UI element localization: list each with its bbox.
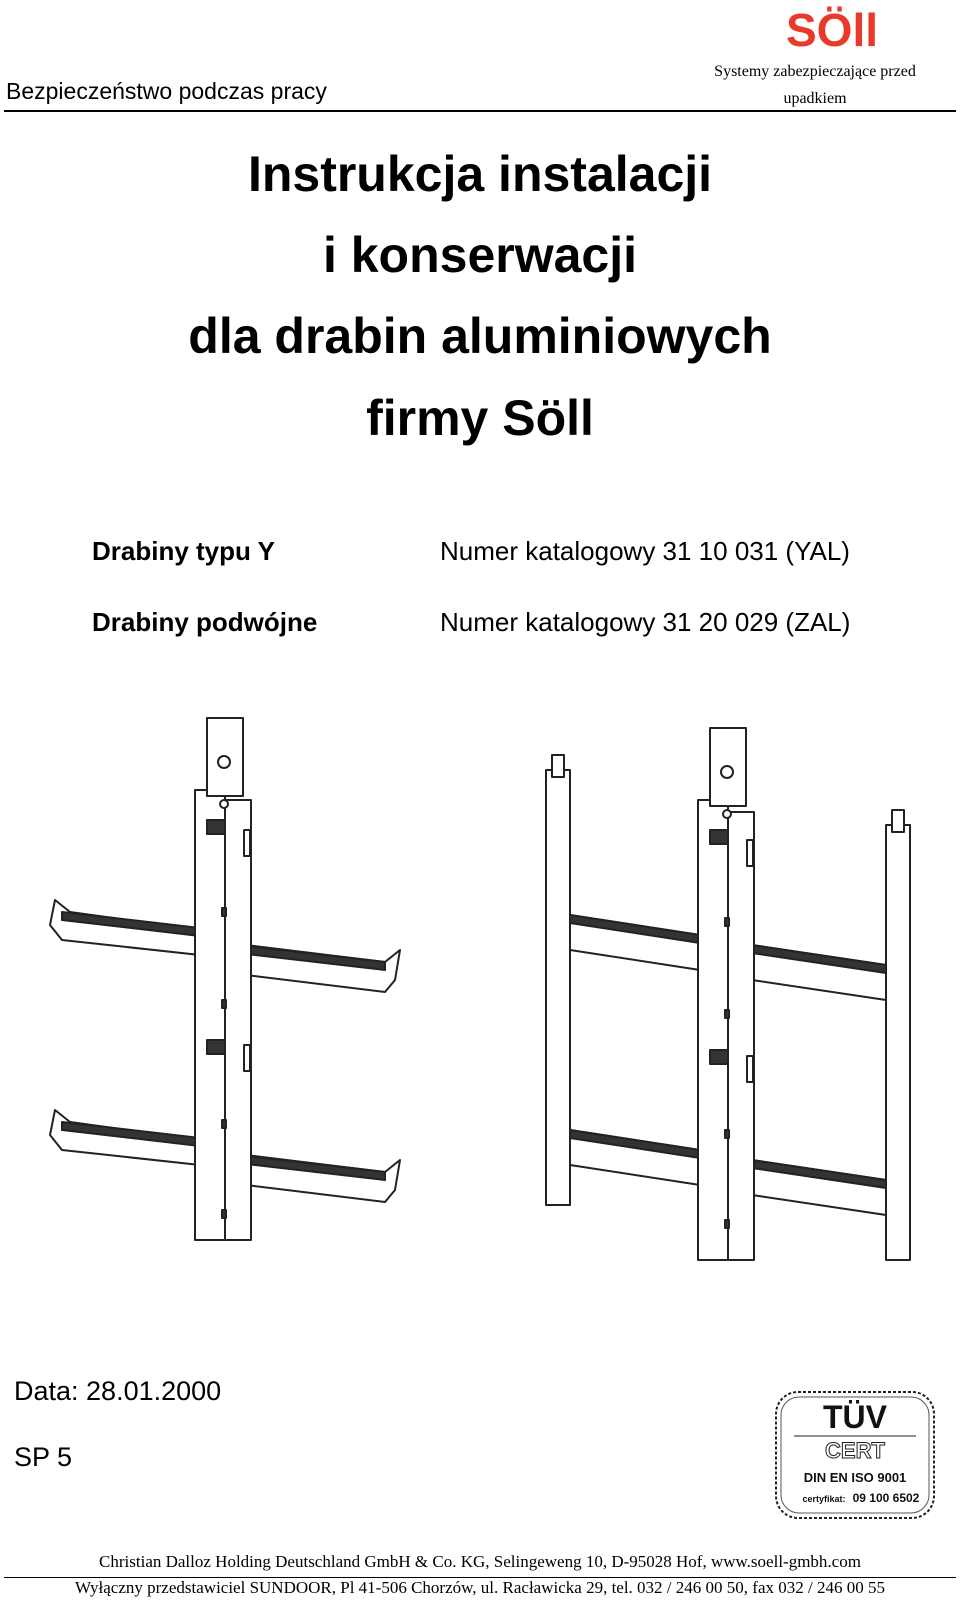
ladder-illustration — [49, 717, 911, 1261]
logo-text: SÖll — [786, 6, 878, 52]
soll-logo: SÖll — [786, 6, 878, 52]
cert-word: CERT — [825, 1438, 885, 1463]
product-catalog-2: Numer katalogowy 31 20 029 (ZAL) — [440, 607, 851, 637]
title-line-4: firmy Söll — [366, 390, 594, 446]
tagline-line1: Systemy zabezpieczające przed — [714, 63, 916, 80]
product-label-2: Drabiny podwójne — [92, 607, 318, 637]
title-line-2: i konserwacji — [322, 227, 638, 283]
tuv-mark: TÜV — [823, 1399, 888, 1435]
y-ladder — [49, 717, 401, 1241]
product-label-1: Drabiny typu Y — [92, 536, 276, 566]
document-code: SP 5 — [14, 1442, 73, 1472]
footer-line-2: Wyłączny przedstawiciel SUNDOOR, Pl 41-5… — [75, 1578, 885, 1597]
header-divider — [4, 110, 956, 112]
tuv-cert-seal: TÜV CERT DIN EN ISO 9001 certyfikat: 09 … — [775, 1391, 935, 1519]
cert-standard: DIN EN ISO 9001 — [804, 1470, 907, 1485]
title-line-1: Instrukcja instalacji — [247, 146, 713, 202]
double-ladder — [545, 727, 911, 1261]
header-tagline: Systemy zabezpieczające przed upadkiem — [700, 58, 930, 112]
cert-number: 09 100 6502 — [853, 1491, 920, 1505]
footer-line-1: Christian Dalloz Holding Deutschland Gmb… — [99, 1552, 861, 1571]
product-catalog-1: Numer katalogowy 31 10 031 (YAL) — [440, 536, 850, 566]
header-category: Bezpieczeństwo podczas pracy — [6, 78, 327, 104]
footer-divider — [4, 1577, 956, 1578]
cert-label: certyfikat: — [802, 1494, 845, 1504]
title-line-3: dla drabin aluminiowych — [188, 308, 772, 364]
document-date: Data: 28.01.2000 — [14, 1376, 222, 1406]
tagline-line2: upadkiem — [783, 90, 847, 107]
